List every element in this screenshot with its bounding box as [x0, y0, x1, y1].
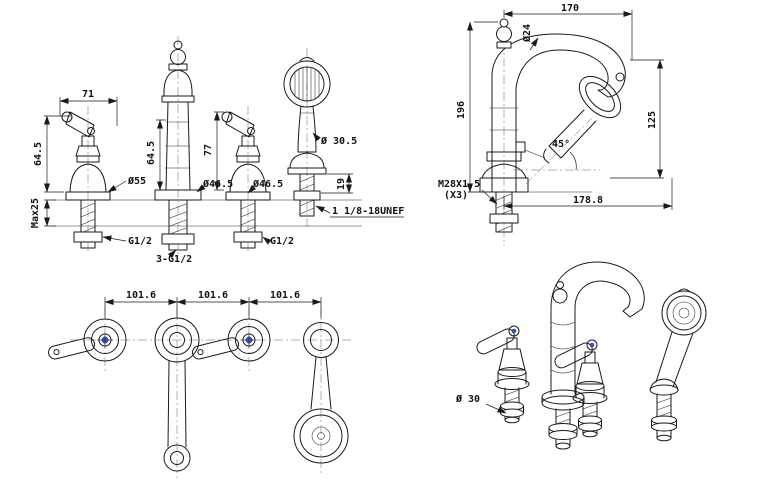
dim-label-dia30: Ø 30	[455, 393, 480, 405]
plan-dimensions: 101.6 101.6 101.6	[104, 290, 322, 318]
thread-label-3-g12: 3-G1/2	[156, 254, 192, 265]
left-handle-front	[62, 112, 110, 248]
front-dimensions: 71 64.5 Max25 Ø55 64.5 Ø46.5 77 Ø46.5 Ø …	[30, 89, 404, 265]
hand-shower-plan	[293, 322, 349, 464]
dim-label-dia55: Ø55	[127, 175, 146, 187]
perspective-dimensions: Ø 30	[455, 393, 507, 414]
dim-label-196: 196	[456, 101, 467, 119]
dim-label-dia24: Ø24	[521, 24, 533, 43]
side-dimensions: 45° 170 Ø24 196 125 178.8 M28X1.5 (X3)	[438, 3, 673, 210]
dim-label-101-6-b: 101.6	[198, 290, 228, 301]
dim-label-101-6-c: 101.6	[270, 290, 300, 301]
front-view: 71 64.5 Max25 Ø55 64.5 Ø46.5 77 Ø46.5 Ø …	[30, 36, 404, 265]
side-view: 45° 170 Ø24 196 125 178.8 M28X1.5 (X3)	[438, 3, 673, 246]
thread-label-g12-left: G1/2	[128, 236, 152, 247]
hand-shower-side	[515, 72, 625, 164]
spout-front	[154, 40, 202, 251]
spout-plan	[154, 317, 200, 472]
dim-label-101-6-a: 101.6	[126, 290, 156, 301]
dim-label-178-8: 178.8	[573, 195, 603, 206]
perspective-view: Ø 30	[455, 261, 707, 450]
dim-label-45deg: 45°	[552, 139, 570, 150]
dim-label-71: 71	[82, 89, 94, 100]
thread-label-g12-right: G1/2	[270, 236, 294, 247]
dim-label-dia46-5-spout: Ø46.5	[202, 178, 233, 190]
plan-view: 101.6 101.6 101.6	[46, 290, 352, 478]
dim-label-dia46-5-handle: Ø46.5	[252, 178, 283, 190]
hand-shower-3d	[649, 288, 707, 442]
dim-label-64-5-left: 64.5	[33, 142, 44, 166]
dim-label-125: 125	[647, 111, 658, 129]
dim-label-64-5-mid: 64.5	[146, 141, 157, 165]
thread-label-m28-line1: M28X1.5	[438, 179, 480, 190]
left-handle-3d	[475, 326, 529, 423]
dim-label-19: 19	[336, 178, 347, 190]
hand-shower-front	[283, 57, 331, 217]
thread-label-m28-line2: (X3)	[444, 190, 468, 201]
dim-label-170: 170	[561, 3, 579, 14]
thread-label-unef: 1 1/8-18UNEF	[332, 206, 404, 217]
dim-label-max25: Max25	[30, 198, 41, 228]
dim-label-77: 77	[203, 144, 214, 156]
spout-side	[467, 18, 626, 233]
left-handle-plan	[46, 318, 127, 362]
dim-label-dia30-5: Ø 30.5	[320, 135, 357, 147]
